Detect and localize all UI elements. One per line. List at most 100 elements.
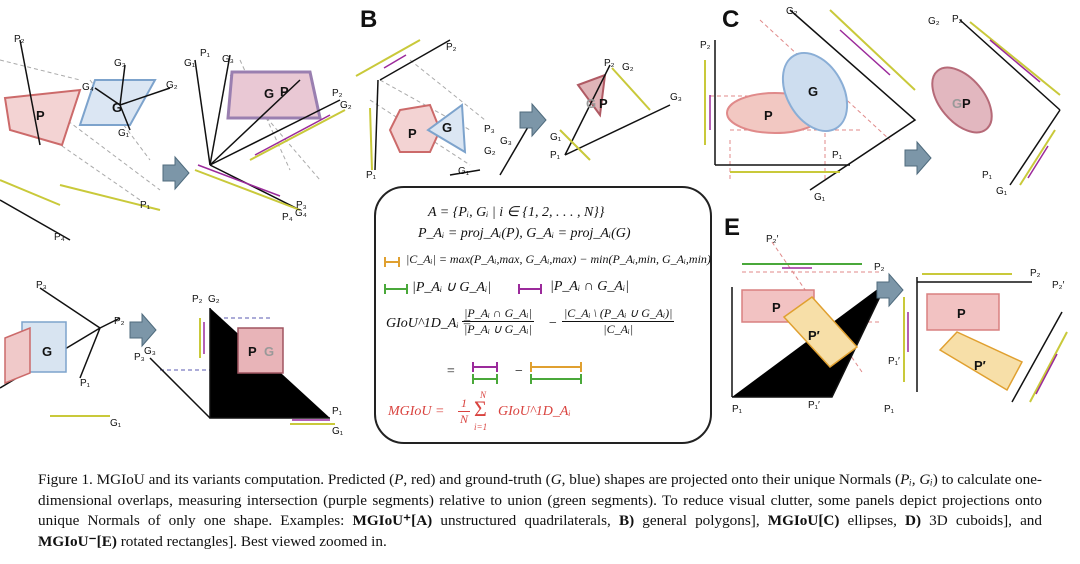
giou-frac1: |P_Aᵢ ∩ G_Aᵢ||P_Aᵢ ∪ G_Aᵢ| bbox=[462, 306, 534, 337]
label-p2-d: P₂ bbox=[114, 316, 125, 327]
label-p1-br: P₁ bbox=[550, 150, 561, 161]
panel-e-letter: E bbox=[724, 214, 741, 241]
label-p1prime-er: P₁′ bbox=[888, 356, 900, 367]
arrow-icon bbox=[162, 155, 190, 191]
label-g3-dr: G₃ bbox=[144, 346, 156, 357]
label-g2-br: G₂ bbox=[622, 62, 634, 73]
label-g3-b: G₃ bbox=[500, 136, 512, 147]
visual-intersection-segment bbox=[472, 362, 498, 372]
label-p1prime-e: P₁′ bbox=[808, 400, 820, 411]
panel-e-diagram: P₂′ P₂ P P′ P₁′ P₁ P₂ P₂′ P P′ P₁′ P₁ bbox=[731, 234, 1068, 415]
label-p3-d: P₃ bbox=[36, 280, 47, 291]
caption-text-5: unstructured quadrilaterals, bbox=[432, 512, 619, 529]
predicted-polygon bbox=[388, 103, 442, 153]
label-p1-cr: P₁ bbox=[982, 170, 993, 181]
label-p1-dr: P₁ bbox=[332, 406, 343, 417]
label-g: G bbox=[112, 100, 122, 115]
label-g1-cr: G₁ bbox=[996, 186, 1008, 197]
label-g1: G₁ bbox=[118, 128, 130, 139]
label-p1-b: P₁ bbox=[366, 170, 377, 181]
orange-segment-icon bbox=[384, 257, 400, 267]
predicted-quad bbox=[3, 88, 82, 147]
frac1-numerator: |P_Aᵢ ∩ G_Aᵢ| bbox=[462, 306, 534, 322]
label-g-d: G bbox=[42, 344, 52, 359]
rotated-rect bbox=[782, 296, 859, 369]
sum-symbol: Σ bbox=[474, 396, 487, 421]
panel-b-diagram: P₂ P G P₃ G₃ G₂ G₁ P₁ P₂ G₂ G P G₃ G₁ P₁ bbox=[355, 39, 682, 181]
frac1-denominator: |P_Aᵢ ∪ G_Aᵢ| bbox=[464, 322, 532, 336]
label-p1-c: P₁ bbox=[832, 150, 843, 161]
label-g1-c: G₁ bbox=[814, 192, 826, 203]
giou-visual-equals: = bbox=[446, 364, 456, 379]
giou-visual-minus: − bbox=[514, 364, 524, 379]
label-g2-b: G₂ bbox=[484, 146, 496, 157]
predicted-rect-r bbox=[926, 293, 1000, 331]
label-p2-r: P₂ bbox=[332, 88, 343, 99]
label-p3-r: P₃ bbox=[296, 200, 307, 211]
label-p2prime-e: P₂′ bbox=[766, 234, 779, 245]
label-g2-dr: G₂ bbox=[208, 294, 220, 305]
label-p4-r: P₄ bbox=[282, 212, 293, 223]
arrow-icon bbox=[876, 272, 904, 308]
caption-a: [A) bbox=[411, 512, 433, 529]
label-p-e: P bbox=[772, 300, 781, 315]
ground-truth-triangle bbox=[426, 103, 467, 154]
giou-minus: − bbox=[548, 316, 558, 331]
formula-projections: P_Aᵢ = proj_Aᵢ(P), G_Aᵢ = proj_Aᵢ(G) bbox=[418, 226, 631, 241]
mgiou-lhs: MGIoU = bbox=[388, 404, 445, 419]
caption-b: B) bbox=[618, 512, 635, 529]
panel-a-diagram: P₂ G₃ G₂ G₄ G G₁ P P₁ P₄ G₁ P₁ G₃ G P P₂ bbox=[0, 34, 352, 243]
ground-truth-ellipse bbox=[781, 52, 849, 132]
label-g1-b: G₁ bbox=[458, 166, 470, 177]
caption-mgiou-c: MGIoU[C) bbox=[767, 512, 840, 529]
label-p-dr: P bbox=[248, 344, 257, 359]
label-p-r: P bbox=[280, 84, 289, 99]
label-p1-d: P₁ bbox=[80, 378, 91, 389]
caption-text-3: , blue) shapes are projected onto their … bbox=[561, 471, 901, 488]
label-g-cr: G bbox=[952, 96, 962, 111]
sum-upper: N bbox=[480, 390, 487, 400]
caption-p: P bbox=[394, 471, 404, 488]
label-g3-r: G₃ bbox=[222, 54, 234, 65]
label-p: P bbox=[36, 108, 45, 123]
label-g3-br: G₃ bbox=[670, 92, 682, 103]
label-p1-er: P₁ bbox=[884, 404, 895, 415]
giou-frac2: |C_Aᵢ \ (P_Aᵢ ∪ G_Aᵢ)||C_Aᵢ| bbox=[562, 306, 675, 337]
label-g1-br: G₁ bbox=[550, 132, 562, 143]
overlap-ellipse bbox=[931, 66, 993, 134]
label-p4: P₄ bbox=[54, 232, 65, 243]
label-g3: G₃ bbox=[114, 58, 126, 69]
label-p3-dr: P₃ bbox=[134, 352, 145, 363]
label-p1: P₁ bbox=[140, 200, 151, 211]
label-g-dr: G bbox=[264, 344, 274, 359]
panel-c-letter: C bbox=[722, 6, 740, 33]
formula-convex-hull: |C_Aᵢ| = max(P_Aᵢ,max, G_Aᵢ,max) − min(P… bbox=[406, 252, 711, 266]
label-p-c: P bbox=[764, 108, 773, 123]
caption-text-7: ellipses, bbox=[839, 512, 906, 529]
label-p2-c: P₂ bbox=[700, 40, 711, 51]
caption-text-2: , red) and ground-truth ( bbox=[403, 471, 551, 488]
giou-1d-lhs: GIoU^1D_Aᵢ = bbox=[386, 316, 472, 331]
formula-set-def: A = {Pᵢ, Gᵢ | i ∈ {1, 2, . . . , N}} bbox=[428, 205, 605, 220]
sum-lower: i=1 bbox=[474, 422, 488, 432]
visual-union-segment bbox=[472, 374, 498, 384]
label-p2-b: P₂ bbox=[446, 42, 457, 53]
label-p2prime-er: P₂′ bbox=[1052, 280, 1065, 291]
label-pprime-e: P′ bbox=[808, 328, 820, 343]
caption-mgiou-minus: MGIoU⁻ bbox=[38, 532, 97, 550]
label-p2-e: P₂ bbox=[874, 262, 885, 273]
caption-text-9: rotated rectangles]. Best viewed zoomed … bbox=[116, 532, 387, 550]
frac2-numerator: |C_Aᵢ \ (P_Aᵢ ∪ G_Aᵢ)| bbox=[562, 306, 675, 322]
label-p1-r: P₁ bbox=[200, 48, 211, 59]
caption-d: D) bbox=[905, 512, 922, 529]
caption-text-8: 3D cuboids], and bbox=[921, 512, 1042, 529]
caption-pigi: Pᵢ, Gᵢ bbox=[900, 471, 933, 488]
label-p-er: P bbox=[957, 306, 966, 321]
caption-g: G bbox=[550, 471, 562, 488]
label-p1-e: P₁ bbox=[732, 404, 743, 415]
label-g-c: G bbox=[808, 84, 818, 99]
visual-hull-segment bbox=[530, 362, 582, 372]
predicted-cuboid bbox=[4, 326, 31, 385]
